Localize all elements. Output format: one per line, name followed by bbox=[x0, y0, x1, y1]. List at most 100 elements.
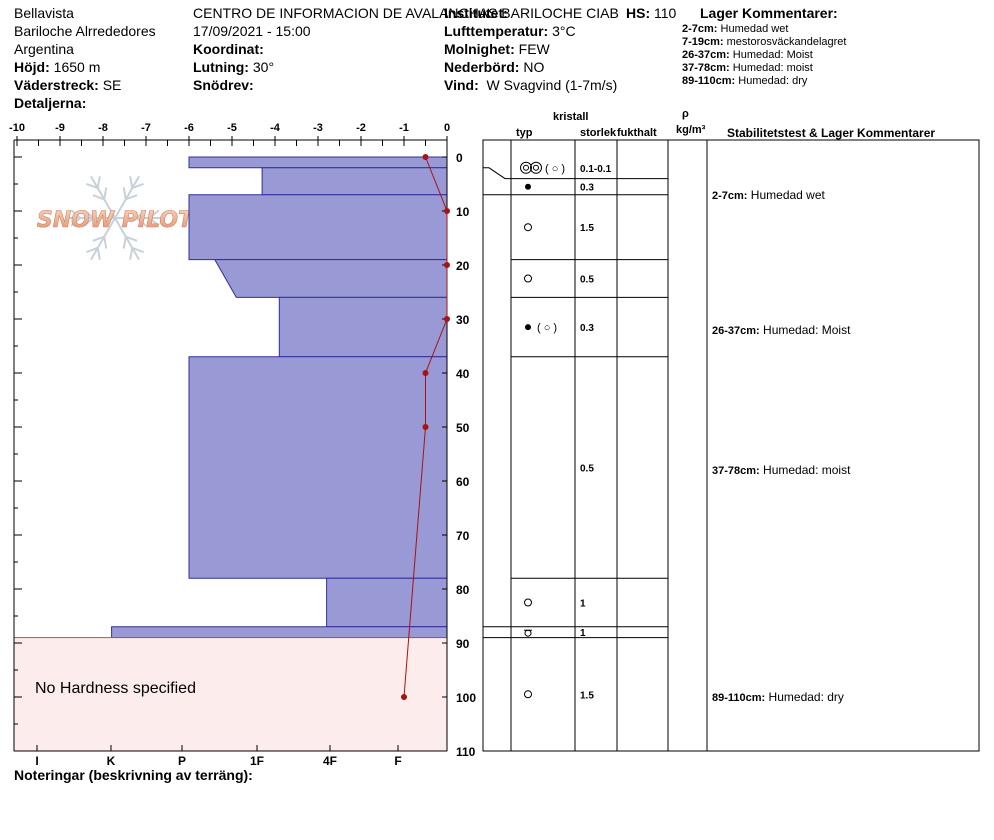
crystal-row: ( ○ )0.3 bbox=[525, 322, 594, 334]
crystal-size: 0.5 bbox=[580, 464, 594, 475]
hardness-layer bbox=[188, 356, 448, 579]
stability-comment-range: 26-37cm: bbox=[712, 325, 760, 337]
observer-name: CENTRO DE INFORMACION DE AVALANCHAS BARI… bbox=[193, 5, 619, 21]
stability-comment: 89-110cm: Humedad: dry bbox=[712, 690, 844, 704]
details-label: Detaljerna: bbox=[14, 95, 87, 111]
temp-tick-label: -4 bbox=[270, 122, 281, 134]
size-header: storlek bbox=[580, 127, 617, 139]
snowflake-branch bbox=[83, 217, 95, 227]
layer-comment-item: 2-7cm: Humedad wet bbox=[682, 23, 788, 36]
hs: HS: 110 bbox=[626, 5, 676, 21]
mixed-grain-icon bbox=[524, 629, 532, 637]
sky-value: FEW bbox=[518, 41, 550, 57]
crystal-header: kristall bbox=[553, 111, 589, 123]
crystal-row: 0.5 bbox=[524, 274, 594, 286]
crystal-row: 1.5 bbox=[524, 690, 594, 701]
snowflake-branch bbox=[103, 187, 108, 200]
coordinate-label: Koordinat: bbox=[193, 41, 264, 57]
snowflake-branch bbox=[70, 209, 82, 219]
location-name: Bellavista bbox=[14, 5, 74, 21]
secondary-grain-icon: ( ○ ) bbox=[545, 163, 565, 175]
aspect: Väderstreck: SE bbox=[14, 77, 121, 93]
observation-datetime: 17/09/2021 - 15:00 bbox=[193, 23, 311, 39]
snowflake-branch bbox=[86, 183, 99, 190]
crystal-row: 0.5 bbox=[580, 464, 594, 475]
melt-form-icon bbox=[525, 324, 531, 331]
melt-freeze-icon bbox=[523, 164, 529, 171]
layer-comments-title: Lager Kommentarer: bbox=[700, 5, 838, 21]
layer-comment-item: 37-78cm: Humedad: moist bbox=[682, 62, 813, 75]
air-temp-value: 3°C bbox=[552, 23, 576, 39]
temp-tick-label: -8 bbox=[98, 122, 108, 134]
stability-comment-text: Humedad wet bbox=[747, 188, 825, 202]
stability-comment: 26-37cm: Humedad: Moist bbox=[712, 323, 851, 337]
snowflake-branch bbox=[148, 217, 160, 227]
rho-header: ρ bbox=[682, 108, 689, 120]
temperature-point bbox=[422, 370, 429, 376]
crystal-table: ( ○ )0.1-0.10.31.50.5( ○ )0.30.5111.52-7… bbox=[482, 139, 980, 752]
crystal-size: 1.5 bbox=[580, 223, 594, 234]
melt-freeze-icon bbox=[533, 164, 539, 171]
depth-tick-label: 80 bbox=[456, 583, 470, 597]
depth-tick-label: 60 bbox=[456, 475, 470, 489]
precipitation: Nederbörd: NO bbox=[444, 59, 544, 75]
hardness-layer bbox=[213, 259, 448, 298]
hardness-layer bbox=[326, 577, 448, 628]
stability-comment-range: 37-78cm: bbox=[712, 465, 760, 477]
layer-comment-item: 7-19cm: mestorosväckandelagret bbox=[682, 36, 846, 49]
elevation-label: Höjd: bbox=[14, 59, 50, 75]
stability-comment-text: Humedad: Moist bbox=[760, 323, 851, 337]
slope-label: Lutning: bbox=[193, 59, 249, 75]
no-hardness-text: No Hardness specified bbox=[35, 680, 196, 697]
snowflake-arm bbox=[114, 217, 140, 261]
rounded-grain-icon bbox=[524, 690, 532, 699]
depth-tick-label: 40 bbox=[456, 367, 470, 381]
crystal-row: 1 bbox=[524, 598, 586, 610]
hardness-layer bbox=[188, 156, 448, 169]
no-hardness-region bbox=[13, 637, 448, 752]
layer-comment-text: Humedad: Moist bbox=[729, 49, 813, 61]
hardness-layer bbox=[188, 194, 448, 261]
layer-comment-text: Humedad: dry bbox=[735, 75, 808, 87]
precip-label: Nederbörd: bbox=[444, 59, 520, 75]
country-name: Argentina bbox=[14, 41, 74, 57]
snowflake-branch bbox=[122, 187, 127, 200]
layer-comment-item: 26-37cm: Humedad: Moist bbox=[682, 49, 813, 62]
hardness-layers bbox=[111, 156, 448, 639]
hs-value: 110 bbox=[654, 5, 677, 21]
layer-comment-range: 26-37cm: bbox=[682, 49, 730, 61]
snowflake-branch bbox=[122, 236, 127, 249]
stability-comment-text: Humedad: moist bbox=[760, 463, 851, 477]
slope: Lutning: 30° bbox=[193, 59, 274, 75]
depth-tick-label: 20 bbox=[456, 259, 470, 273]
snowflake-branch bbox=[83, 209, 95, 219]
type-header: typ bbox=[516, 127, 533, 139]
depth-tick-label: 30 bbox=[456, 313, 470, 327]
stability-comment-range: 89-110cm: bbox=[712, 692, 765, 704]
crystal-size: 1 bbox=[580, 628, 586, 639]
temp-tick-label: -9 bbox=[55, 122, 65, 134]
watermark-text: SNOW PILOT bbox=[37, 208, 195, 233]
temp-tick-label: -7 bbox=[141, 122, 151, 134]
precip-value: NO bbox=[523, 59, 545, 75]
layer-comment-range: 37-78cm: bbox=[682, 62, 730, 74]
rounded-grain-icon bbox=[524, 598, 532, 607]
depth-tick-label: 100 bbox=[456, 691, 476, 705]
snowflake-branch bbox=[131, 183, 144, 190]
snowflake-branch bbox=[92, 194, 105, 201]
snowflake-branch bbox=[135, 217, 147, 227]
depth-tick-label: 110 bbox=[456, 745, 476, 759]
elevation-value: 1650 m bbox=[53, 59, 101, 75]
sky-label: Molnighet: bbox=[444, 41, 515, 57]
notes-label: Noteringar (beskrivning av terräng): bbox=[14, 767, 253, 783]
hardness-layer bbox=[261, 167, 448, 196]
snowflake-arm bbox=[90, 217, 116, 261]
air-temp-label: Lufttemperatur: bbox=[444, 23, 549, 39]
snowflake-arm bbox=[90, 175, 116, 219]
melt-freeze-icon bbox=[530, 161, 542, 174]
aspect-value: SE bbox=[102, 77, 122, 93]
snowflake-arm bbox=[114, 175, 140, 219]
wind-label: Vind: bbox=[444, 77, 479, 93]
depth-tick-label: 10 bbox=[456, 205, 470, 219]
